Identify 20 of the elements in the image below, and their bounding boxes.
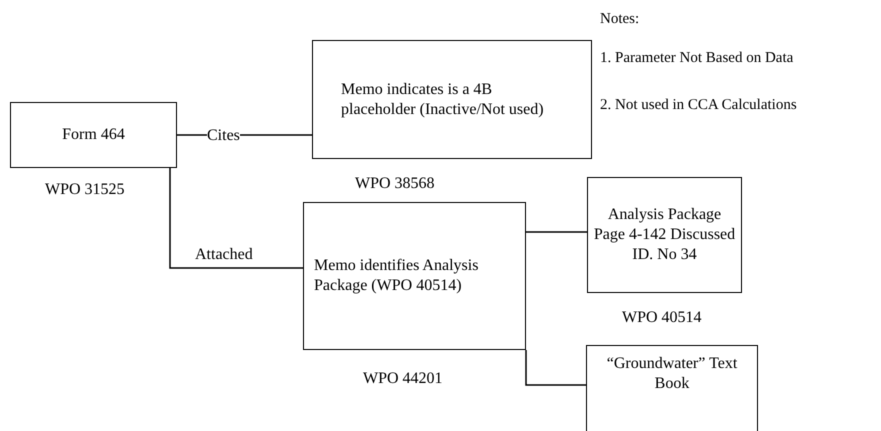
note-text: 2. Not used in CCA Calculations [600, 96, 798, 115]
document-box [312, 40, 592, 159]
connector-line [526, 231, 587, 233]
document-id: WPO 40514 [622, 308, 702, 328]
notes-heading: Notes: [600, 10, 640, 29]
box-text: Analysis Package Page 4-142 Discussed ID. No 34 [592, 205, 736, 265]
box-text: Form 464 [61, 125, 126, 145]
document-box [587, 177, 742, 293]
connector-line [525, 350, 586, 386]
box-text: Memo indicates is a 4B placeholder (Inactive/Not used) [341, 80, 545, 120]
document-box [586, 345, 758, 431]
connector-line [169, 168, 303, 269]
document-id: WPO 31525 [45, 180, 125, 200]
document-id: WPO 44201 [363, 369, 443, 389]
document-box [10, 102, 177, 168]
box-text: Memo identifies Analysis Package (WPO 40514) [314, 256, 480, 296]
document-id: WPO 38568 [355, 174, 435, 194]
document-box [303, 202, 526, 350]
note-text: 1. Parameter Not Based on Data [600, 49, 794, 68]
box-text: “Groundwater” Text Book [606, 354, 738, 394]
